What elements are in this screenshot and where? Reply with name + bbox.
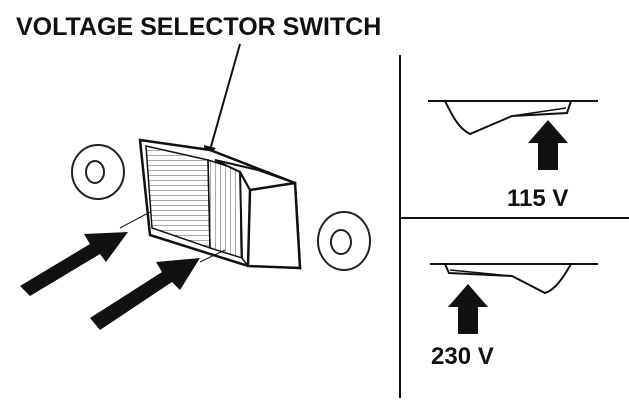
arrow-up-230v xyxy=(448,284,488,334)
left-washer xyxy=(71,144,125,200)
title-leader-arrow xyxy=(204,43,241,160)
push-arrow-upper xyxy=(20,211,151,296)
label-230v: 230 V xyxy=(431,343,494,370)
position-115v-detail xyxy=(428,100,598,136)
label-115v: 115 V xyxy=(507,185,568,212)
arrow-up-115v xyxy=(528,120,568,170)
inset-frame xyxy=(399,55,629,398)
voltage-selector-switch xyxy=(138,138,302,270)
position-230v-detail xyxy=(430,263,598,295)
diagram-title: VOLTAGE SELECTOR SWITCH xyxy=(16,13,381,41)
push-arrow-lower xyxy=(90,249,226,330)
right-washer xyxy=(317,211,371,271)
